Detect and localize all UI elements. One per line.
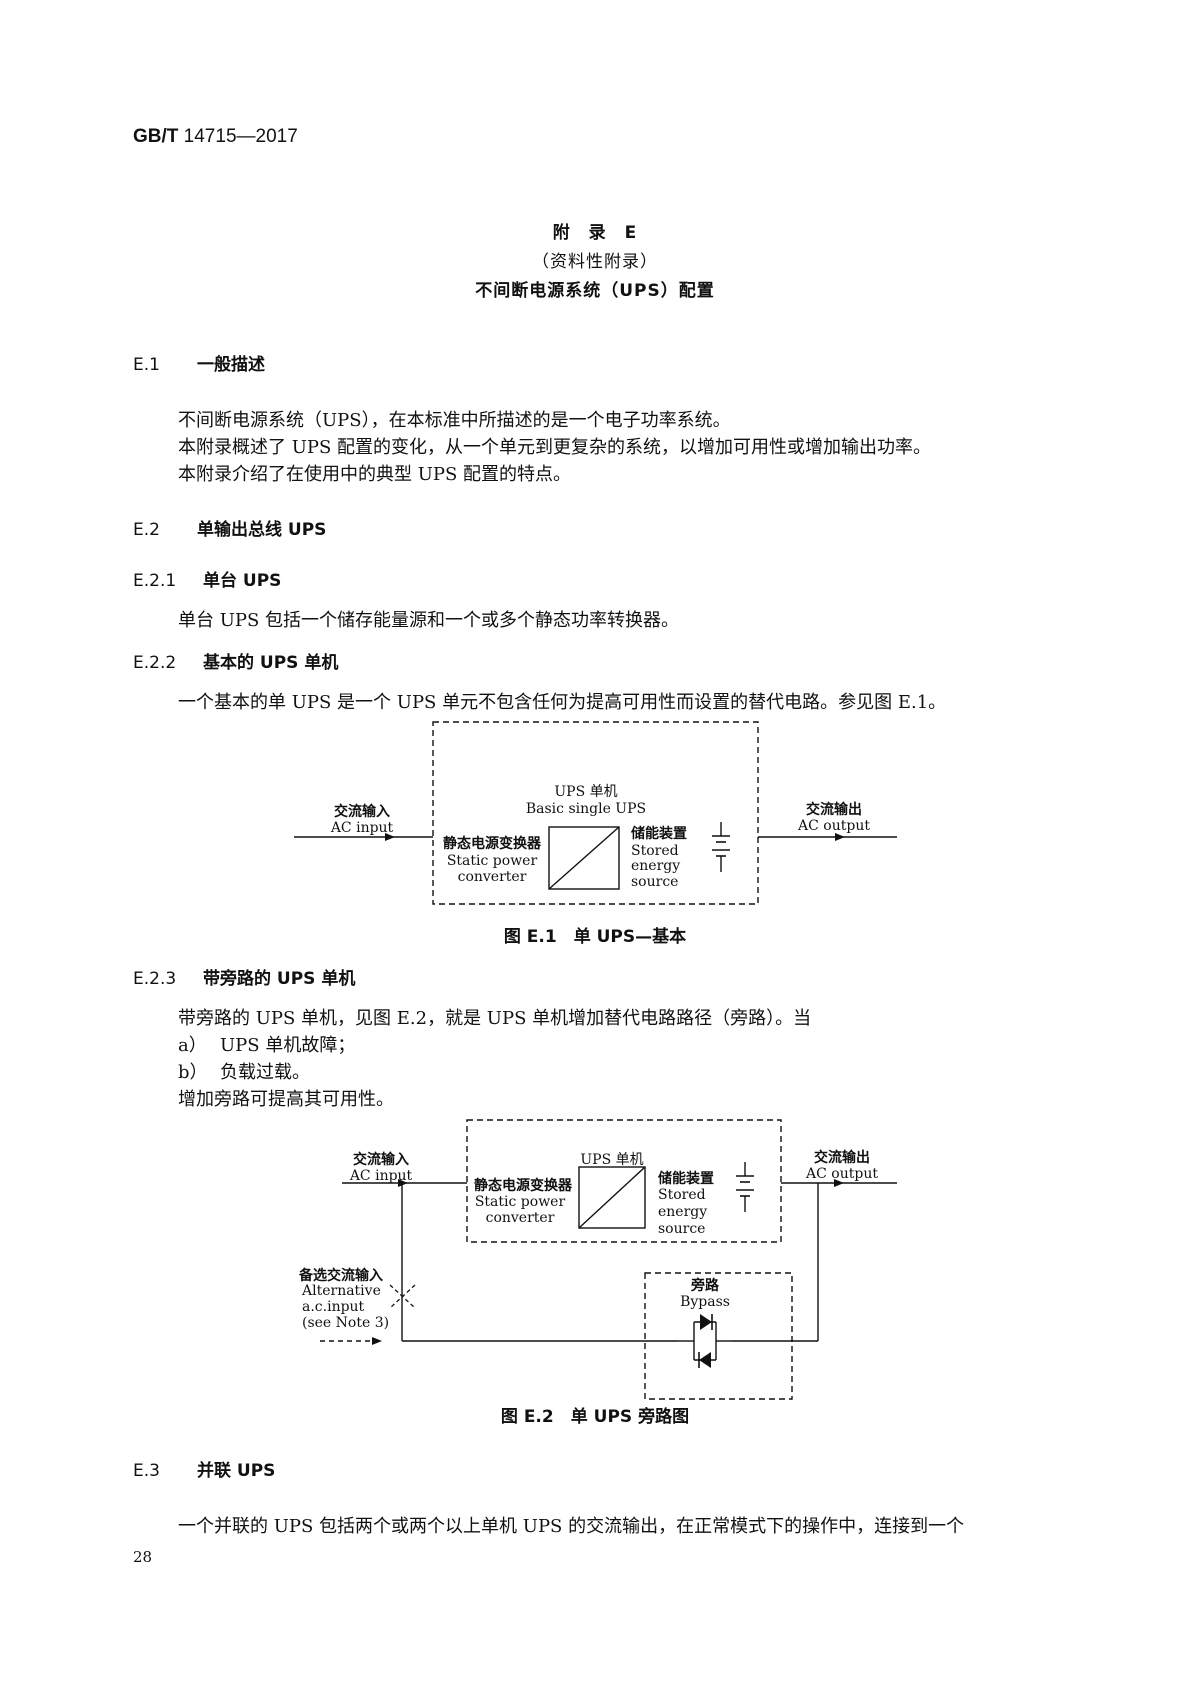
fig2-bypass-en: Bypass <box>680 1294 730 1310</box>
paragraph: 本附录介绍了在使用中的典型 UPS 配置的特点。 <box>178 464 572 485</box>
fig1-ac-in-zh: 交流输入 <box>334 803 390 820</box>
paragraph: 增加旁路可提高其可用性。 <box>178 1089 394 1110</box>
list-item: b）负载过载。 <box>178 1062 310 1083</box>
fig1-battery-icon <box>712 822 730 872</box>
fig2-ups-box <box>466 1119 782 1243</box>
fig2-converter-diagonal <box>578 1166 646 1229</box>
fig2-conv-en1: Static power <box>475 1194 566 1210</box>
fig2-ac-out-zh: 交流输出 <box>814 1149 870 1166</box>
fig2-alt-en2: a.c.input <box>302 1299 365 1315</box>
fig1-store-en3: source <box>631 874 678 890</box>
fig2-caption: 图 E.2 单 UPS 旁路图 <box>500 1407 690 1427</box>
fig2-optional-link-icon <box>389 1284 416 1309</box>
fig2-store-en1: Stored <box>658 1187 706 1203</box>
page-number: 28 <box>133 1548 153 1566</box>
fig1-ac-out-zh: 交流输出 <box>806 801 862 818</box>
fig1-caption: 图 E.1 单 UPS—基本 <box>503 927 687 947</box>
fig2-input-arrow <box>398 1179 408 1187</box>
paragraph: 一个基本的单 UPS 是一个 UPS 单元不包含任何为提高可用性而设置的替代电路… <box>178 692 947 713</box>
paragraph: 单台 UPS 包括一个储存能量源和一个或多个静态功率转换器。 <box>178 610 680 631</box>
fig2-ac-in-en: AC input <box>349 1168 413 1184</box>
fig1-store-en2: energy <box>631 858 680 874</box>
paragraph: 不间断电源系统（UPS），在本标准中所描述的是一个电子功率系统。 <box>178 410 731 431</box>
fig2-store-en2: energy <box>658 1204 707 1220</box>
fig1-converter-box <box>548 826 620 890</box>
fig2-store-en3: source <box>658 1221 705 1237</box>
fig2-conv-zh: 静态电源变换器 <box>474 1177 573 1194</box>
fig1-store-zh: 储能装置 <box>630 825 687 842</box>
fig1-ac-in-en: AC input <box>330 820 394 836</box>
fig1-ac-out-en: AC output <box>797 818 870 834</box>
fig1-conv-en2: converter <box>458 869 527 885</box>
fig2-thyristor-icon <box>678 1314 732 1368</box>
paragraph: 一个并联的 UPS 包括两个或两个以上单机 UPS 的交流输出，在正常模式下的操… <box>178 1516 965 1537</box>
fig1-diagram <box>294 721 897 905</box>
fig2-store-zh: 储能装置 <box>657 1170 714 1187</box>
paragraph: 带旁路的 UPS 单机，见图 E.2，就是 UPS 单机增加替代电路路径（旁路）… <box>178 1008 812 1029</box>
fig1-conv-zh: 静态电源变换器 <box>443 835 542 852</box>
fig2-alt-en3: (see Note 3) <box>302 1315 389 1331</box>
fig2-converter-box <box>578 1166 646 1229</box>
list-item: a）UPS 单机故障； <box>178 1035 356 1056</box>
fig1-store-en1: Stored <box>631 843 679 859</box>
fig2-ac-in-zh: 交流输入 <box>353 1151 409 1168</box>
fig2-output-arrow <box>834 1179 844 1187</box>
fig1-unit-zh: UPS 单机 <box>554 784 617 800</box>
fig1-converter-diagonal <box>548 826 620 890</box>
fig2-alt-input-arrow <box>372 1337 382 1345</box>
fig2-bypass-zh: 旁路 <box>690 1277 720 1294</box>
fig1-output-arrow <box>835 833 845 841</box>
fig1-ups-box <box>432 721 759 905</box>
fig2-ac-out-en: AC output <box>805 1166 878 1182</box>
fig1-input-arrow <box>385 833 395 841</box>
fig2-unit-zh: UPS 单机 <box>580 1152 643 1168</box>
fig2-alt-zh: 备选交流输入 <box>298 1267 383 1284</box>
paragraph: 本附录概述了 UPS 配置的变化，从一个单元到更复杂的系统，以增加可用性或增加输… <box>178 437 932 458</box>
fig2-bypass-box <box>644 1272 793 1400</box>
annex-label: 附 录 E <box>552 223 638 243</box>
standard-number: 14715—2017 <box>183 126 298 147</box>
fig2-conv-en2: converter <box>486 1210 555 1226</box>
annex-title: 不间断电源系统（UPS）配置 <box>475 281 715 301</box>
fig1-conv-en1: Static power <box>447 853 538 869</box>
fig2-diagram <box>320 1119 897 1400</box>
fig2-battery-icon <box>736 1162 754 1212</box>
fig2-alt-en1: Alternative <box>301 1283 381 1299</box>
annex-type: （资料性附录） <box>532 252 658 272</box>
fig1-unit-en: Basic single UPS <box>526 801 646 817</box>
standard-code: GB/T 14715—2017 <box>133 126 298 147</box>
